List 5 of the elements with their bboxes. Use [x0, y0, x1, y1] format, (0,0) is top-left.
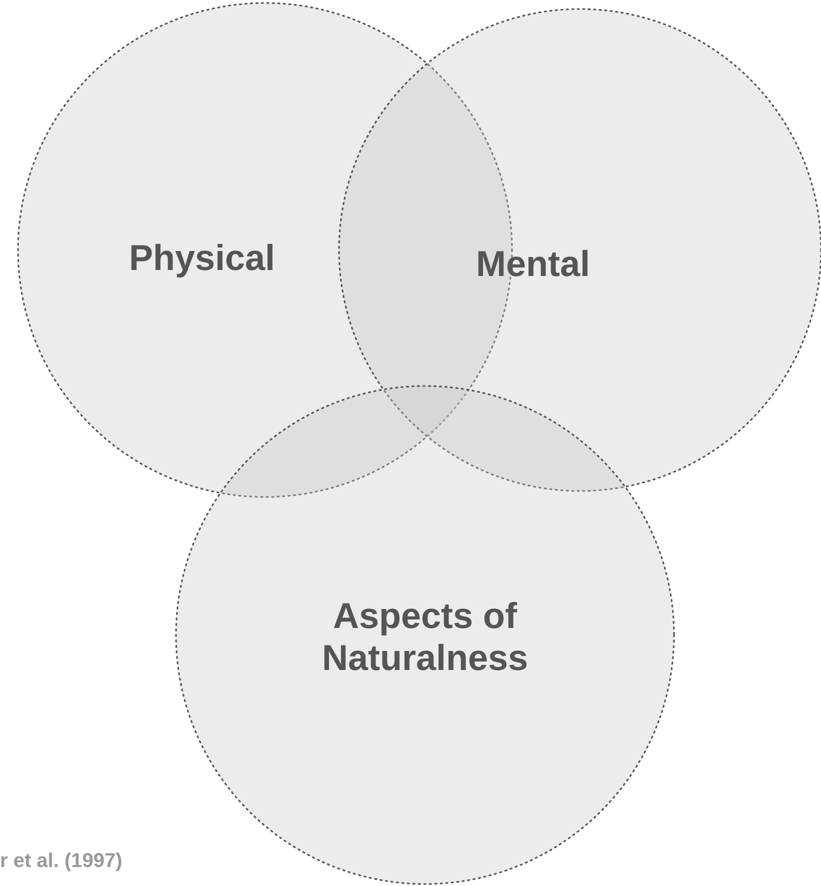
- circle-label: Mental: [474, 243, 591, 285]
- circle-label: Aspects of Naturalness: [320, 595, 530, 679]
- citation-text: r et al. (1997): [0, 850, 122, 873]
- circle-label: Physical: [128, 237, 276, 279]
- venn-circle: [175, 385, 675, 885]
